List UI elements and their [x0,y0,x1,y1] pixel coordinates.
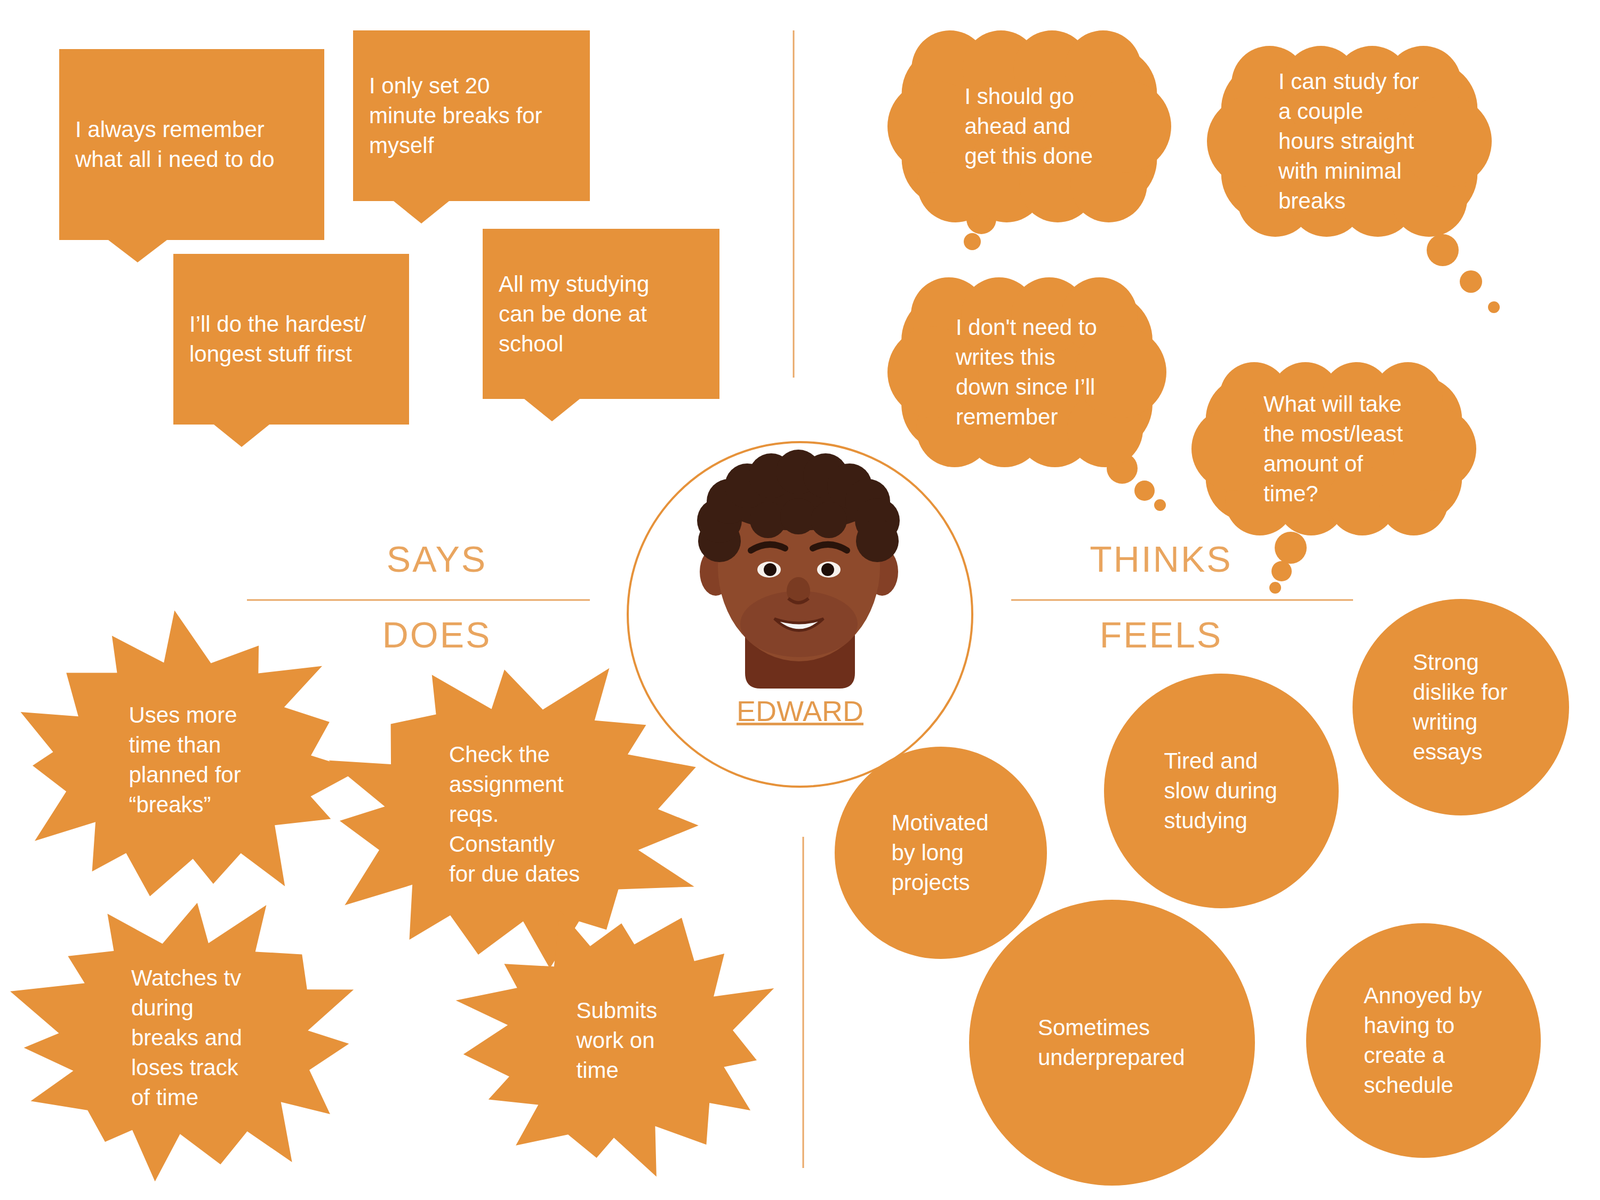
nose [786,577,811,605]
says-speech-box: I only set 20 minute breaks for myself [353,30,590,224]
node-text: Submits work on time [576,995,659,1086]
circle-outline [1352,598,1570,816]
node-text: Strong dislike for writing essays [1412,647,1509,767]
node-shape [1352,598,1570,816]
node-shape [310,649,720,980]
thought-bubble-dot [1269,581,1282,594]
thinks-cloud: I don't need to writes this down since I… [887,277,1167,468]
thought-bubble-dot [1459,270,1483,293]
starburst-outline [20,610,359,897]
eyebrow [812,544,847,551]
node-text: I don't need to writes this down since I… [955,312,1099,432]
nose-line [788,598,809,603]
feels-circle: Sometimes underprepared [969,899,1255,1186]
quadrant-label: DOES [382,613,492,656]
node-shape [887,277,1167,468]
cloud-bump [1078,80,1172,173]
node-text: I can study for a couple hours straight … [1278,66,1421,216]
cloud-bump [1393,407,1477,491]
starburst-outline [10,902,354,1182]
says-speech-box: I’ll do the hardest/ longest stuff first [173,253,410,447]
node-text: Uses more time than planned for “breaks” [129,700,243,820]
speech-box-outline [59,49,325,263]
divider-line [1011,599,1354,602]
thought-bubble-dot [1154,499,1166,511]
node-text: Watches tv during breaks and loses track… [131,963,244,1113]
does-burst: Uses more time than planned for “breaks” [1,610,371,910]
mouth [774,618,824,631]
divider-line [802,836,805,1168]
divider-line [793,30,795,378]
thought-bubble-dot [1274,531,1307,564]
node-shape [626,441,974,788]
thought-bubble-dot [963,233,981,251]
circle-outline [969,899,1255,1186]
starburst-outline [456,910,775,1178]
thinks-cloud: I should go ahead and get this done [887,30,1172,223]
circle-outline [1104,673,1339,909]
node-text: Tired and slow during studying [1164,746,1279,836]
quadrant-label: THINKS [1089,537,1232,581]
cloud-bump [1075,326,1167,419]
quadrant-label: FEELS [1099,613,1223,656]
does-burst: Watches tv during breaks and loses track… [1,887,374,1189]
feels-circle: Annoyed by having to create a schedule [1306,923,1541,1158]
feels-circle: Strong dislike for writing essays [1352,598,1570,816]
does-burst: Check the assignment reqs. Constantly fo… [310,649,720,980]
node-text: I always remember what all i need to do [75,114,276,175]
node-text: I should go ahead and get this done [964,81,1095,172]
node-text: Sometimes underprepared [1037,1012,1187,1073]
face-illustration [697,449,900,689]
speech-box-outline [173,253,410,447]
node-shape [1306,923,1541,1158]
says-speech-box: I always remember what all i need to do [59,49,325,263]
pupil [821,563,835,576]
cloud-bump [887,326,979,419]
node-text: Motivated by long projects [891,808,991,898]
persona-ring [627,442,973,787]
divider-line [246,599,590,602]
eye [817,561,841,578]
speech-box-outline [353,30,590,224]
hair-curl [856,519,899,563]
persona-circle: EDWARD [626,441,974,788]
circle-outline [834,746,1047,959]
starburst-outline [328,668,699,969]
node-shape [969,899,1255,1186]
feels-circle: Tired and slow during studying [1104,673,1339,909]
node-text: What will take the most/least amount of … [1263,389,1405,509]
hair-curl [810,501,847,539]
cloud-bump [1191,407,1275,491]
node-text: Annoyed by having to create a schedule [1363,980,1484,1101]
node-shape [1191,362,1477,536]
thinks-cloud: I can study for a couple hours straight … [1206,45,1492,237]
feels-circle: Motivated by long projects [834,746,1047,959]
node-text: Check the assignment reqs. Constantly fo… [449,739,582,890]
pupil [763,563,777,576]
thought-bubble-dot [1134,480,1155,501]
node-text: All my studying can be done at school [498,269,651,359]
thought-bubble-dot [1488,301,1500,314]
thinks-cloud: What will take the most/least amount of … [1191,362,1477,536]
persona-name: EDWARD [736,693,864,728]
eye [757,561,781,578]
eyebrow [750,544,786,551]
node-text: I only set 20 minute breaks for myself [369,70,544,161]
node-text: I’ll do the hardest/ longest stuff first [189,309,368,370]
circle-outline [1306,923,1541,1158]
node-shape [1,610,371,910]
quadrant-label: SAYS [386,537,487,581]
does-burst: Submits work on time [449,897,786,1184]
speech-box-outline [482,228,720,422]
thought-bubble-dot [1426,234,1459,267]
says-speech-box: All my studying can be done at school [482,228,720,422]
thought-bubble-dot [1271,561,1292,582]
